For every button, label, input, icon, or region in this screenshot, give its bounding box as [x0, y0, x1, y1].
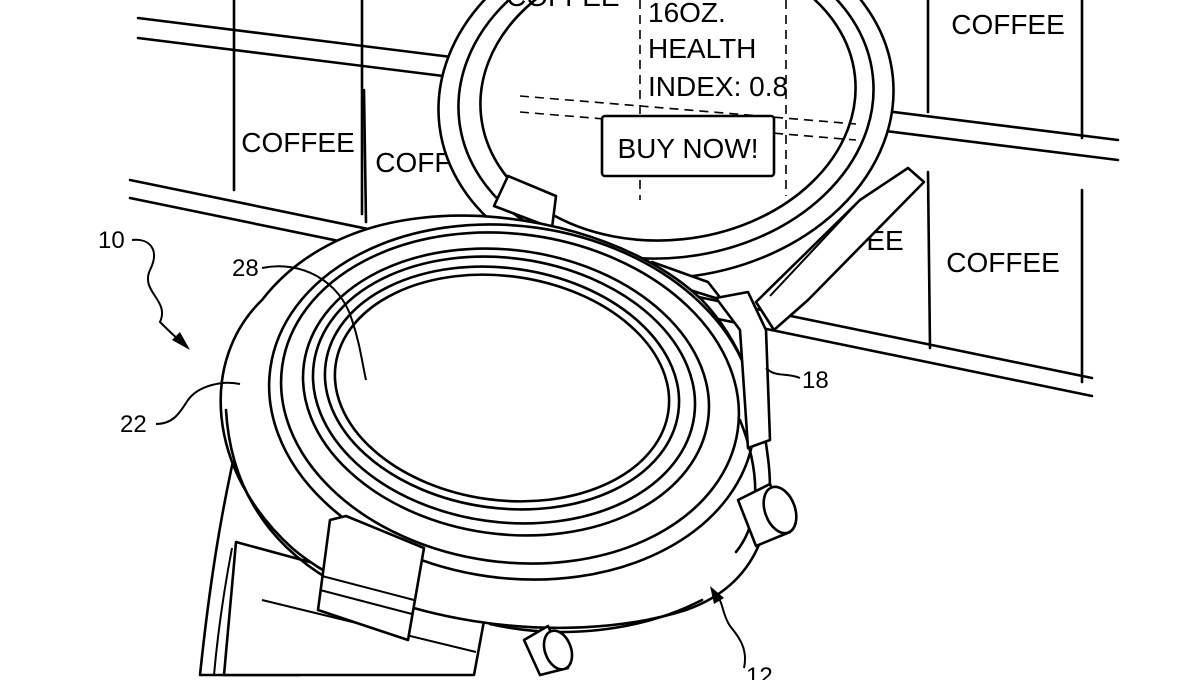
- crown-button-upper[interactable]: [736, 482, 802, 548]
- ref-22: 22: [120, 381, 241, 438]
- ref-12: 12: [710, 586, 773, 680]
- buy-now-label: BUY NOW!: [617, 133, 758, 164]
- screen-index-text: INDEX: 0.8: [648, 71, 788, 102]
- ref-numeral-12: 12: [746, 663, 773, 680]
- screen-health-text: HEALTH: [648, 33, 756, 64]
- ref-numeral-18: 18: [802, 367, 829, 394]
- shelf-dividers: [232, 0, 1084, 384]
- ref-numeral-28: 28: [232, 255, 259, 282]
- screen-size-text: 16OZ.: [648, 0, 726, 28]
- coffee-label-partial-top: COFFEE: [506, 0, 620, 12]
- coffee-label-right-lower: COFFEE: [946, 247, 1060, 278]
- ref-18: 18: [765, 367, 829, 394]
- ref-numeral-22: 22: [120, 411, 147, 438]
- watch-display: [323, 265, 681, 511]
- buy-now-button[interactable]: BUY NOW!: [600, 114, 776, 178]
- ref-10: 10: [98, 227, 190, 350]
- ref-28: 28: [232, 255, 367, 381]
- coffee-label-top-right: COFFEE: [951, 9, 1065, 40]
- front-latch: [316, 514, 426, 642]
- coffee-label-mid-left: COFFEE: [241, 127, 355, 158]
- ref-numeral-10: 10: [98, 227, 125, 254]
- hinge-block: [714, 290, 772, 450]
- crown-button-lower[interactable]: [522, 624, 577, 677]
